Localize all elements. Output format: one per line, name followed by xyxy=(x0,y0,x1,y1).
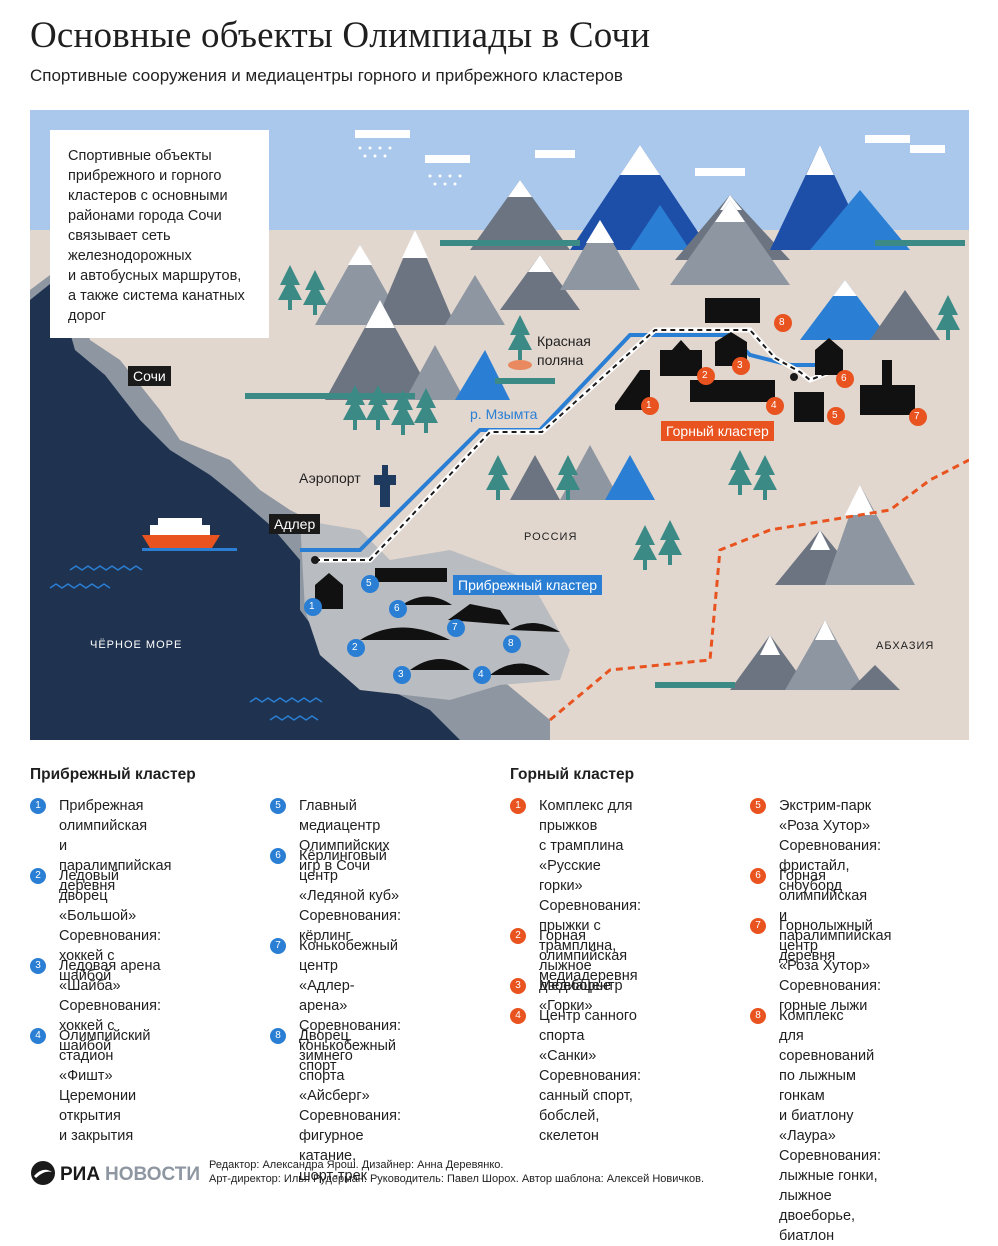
number-badge: 7 xyxy=(750,918,766,934)
marker-m2: 2 xyxy=(702,370,708,381)
marker-m7: 7 xyxy=(914,411,920,422)
marker-m4: 4 xyxy=(771,400,777,411)
mountain-heading: Горный кластер xyxy=(510,766,635,783)
label-airport: Аэропорт xyxy=(299,470,361,486)
number-badge: 1 xyxy=(30,798,46,814)
number-badge: 3 xyxy=(30,958,46,974)
coastal-markers xyxy=(304,575,521,684)
info-text: Спортивные объекты прибрежного и горного… xyxy=(68,148,245,324)
item-text: Комплекс для соревнований по лыжным гонк… xyxy=(779,1008,882,1244)
marker-c1: 1 xyxy=(309,601,315,612)
border-line xyxy=(549,458,969,722)
credits: Редактор: Александра Ярош. Дизайнер: Анн… xyxy=(209,1159,705,1185)
marker-m5: 5 xyxy=(832,410,838,421)
railway xyxy=(315,327,831,563)
number-badge: 3 xyxy=(510,978,526,994)
sea-area xyxy=(30,280,460,740)
coastal-peninsula xyxy=(300,520,570,700)
item-text: Горная олимпийская и паралимпийская дере… xyxy=(779,868,892,964)
mountains-right xyxy=(730,485,915,690)
marker-c6: 6 xyxy=(394,603,400,614)
marker-m8: 8 xyxy=(779,317,785,328)
svg-text:НОВОСТИ: НОВОСТИ xyxy=(105,1164,200,1185)
item-text: Ледовый дворец «Большой» Соревнования: х… xyxy=(59,868,162,984)
item-text: Кёрлинговый центр «Ледяной куб» Соревнов… xyxy=(299,848,402,944)
number-badge: 2 xyxy=(510,928,526,944)
svg-text:РИА: РИА xyxy=(60,1164,100,1185)
page-subtitle: Спортивные сооружения и медиацентры горн… xyxy=(30,66,623,85)
mountain-marker-labels: 1 2 3 4 5 6 7 8 1 2 3 4 5 6 7 8 xyxy=(30,110,969,740)
item-text: Олимпийский стадион «Фишт» Церемонии отк… xyxy=(59,1028,151,1144)
krasnaya-polyana-marker xyxy=(508,360,532,370)
label-black-sea: ЧЁРНОЕ МОРЕ xyxy=(90,639,183,651)
item-text: Дворец зимнего спорта «Айсберг» Соревнов… xyxy=(299,1028,402,1184)
item-text: Прибрежная олимпийская и паралимпийская … xyxy=(59,798,172,894)
item-text: Горнолыжный центр «Роза Хутор» Соревнова… xyxy=(779,918,882,1014)
number-badge: 6 xyxy=(750,868,766,884)
label-abkhazia: АБХАЗИЯ xyxy=(876,640,935,652)
ria-novosti-logo: РИА НОВОСТИ xyxy=(31,1161,200,1185)
item-text: Ледовая арена «Шайба» Соревнования: хокк… xyxy=(59,958,162,1054)
marker-m6: 6 xyxy=(841,373,847,384)
item-text: Медиацентр «Горки» xyxy=(539,978,623,1014)
label-russia: РОССИЯ xyxy=(524,531,578,543)
label-coastal-cluster: Прибрежный кластер xyxy=(453,575,603,595)
mountains-front-left xyxy=(325,300,510,400)
clouds xyxy=(355,130,945,176)
marker-c8: 8 xyxy=(508,638,514,649)
number-badge: 6 xyxy=(270,848,286,864)
coastal-heading: Прибрежный кластер xyxy=(30,766,196,783)
page-title: Основные объекты Олимпиады в Сочи xyxy=(30,15,651,56)
label-mountain-cluster: Горный кластер xyxy=(661,421,774,441)
mountain-buildings xyxy=(615,298,915,422)
info-box xyxy=(50,130,269,338)
label-adler: Адлер xyxy=(269,514,321,534)
item-text: Главный медиацентр Олимпийских игр в Соч… xyxy=(299,798,390,874)
mountains-mid xyxy=(315,200,940,340)
marker-c4: 4 xyxy=(478,669,484,680)
sea-waves xyxy=(49,565,323,721)
label-krasnaya-polyana: Красная поляна xyxy=(537,333,591,368)
item-text: Комплекс для прыжков с трамплина «Русски… xyxy=(539,798,642,994)
marker-m3: 3 xyxy=(737,360,743,371)
label-river: р. Мзымта xyxy=(470,406,538,422)
mountain-markers xyxy=(641,314,927,426)
trees xyxy=(278,265,960,570)
item-text: Конькобежный центр «Адлер-арена» Соревно… xyxy=(299,938,402,1074)
marker-c5: 5 xyxy=(366,578,372,589)
number-badge: 4 xyxy=(30,1028,46,1044)
marker-c3: 3 xyxy=(398,669,404,680)
marker-c7: 7 xyxy=(452,622,458,633)
ship-icon xyxy=(142,518,237,551)
marker-c2: 2 xyxy=(352,642,358,653)
number-badge: 2 xyxy=(30,868,46,884)
number-badge: 7 xyxy=(270,938,286,954)
item-text: Экстрим-парк «Роза Хутор» Соревнования: … xyxy=(779,798,882,894)
airport-tower-icon xyxy=(374,465,396,507)
number-badge: 8 xyxy=(750,1008,766,1024)
number-badge: 1 xyxy=(510,798,526,814)
mountains-back xyxy=(470,145,910,260)
number-badge: 4 xyxy=(510,1008,526,1024)
item-text: Центр санного спорта «Санки» Соревновани… xyxy=(539,1008,642,1144)
number-badge: 8 xyxy=(270,1028,286,1044)
label-sochi: Сочи xyxy=(128,366,171,386)
rain-dots xyxy=(358,146,462,186)
number-badge: 5 xyxy=(750,798,766,814)
number-badge: 5 xyxy=(270,798,286,814)
coastal-buildings xyxy=(315,568,560,675)
marker-m1: 1 xyxy=(646,400,652,411)
grass xyxy=(245,240,965,688)
item-text: Горная олимпийская медиадеревня xyxy=(539,928,638,984)
